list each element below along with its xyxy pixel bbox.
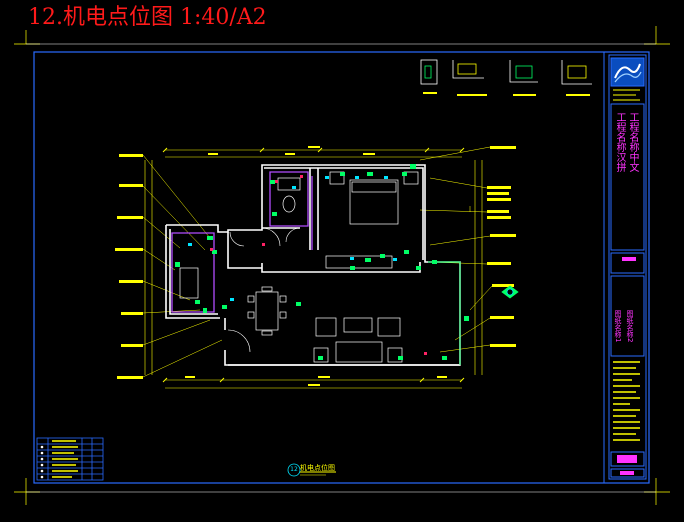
armchair-right: [377, 317, 401, 337]
plan-label-marker[interactable]: [287, 463, 336, 477]
drawing-name-2: 图纸名称2: [626, 310, 634, 343]
crop-marks: [14, 26, 670, 505]
left-annotations: [115, 154, 143, 379]
sofa: [335, 341, 383, 363]
distribution-box-marker[interactable]: [501, 285, 519, 299]
company-logo: [610, 57, 645, 87]
dimension-text-marks: [185, 146, 447, 386]
drawing-name-1: 图纸名称1: [614, 310, 622, 343]
right-leader-lines: [419, 146, 493, 353]
plan-number: 12: [290, 466, 298, 473]
bathtub: [179, 267, 199, 299]
bed: [349, 179, 399, 225]
lighting-points[interactable]: [188, 176, 397, 301]
right-annotations: [487, 146, 516, 347]
coffee-table: [343, 317, 373, 333]
project-name-chinese: 工程名称中文: [627, 112, 638, 172]
wet-room-partitions: [171, 171, 313, 313]
walls: [165, 164, 461, 366]
title-block[interactable]: [608, 54, 647, 480]
plan-label: 机电点位图: [300, 464, 335, 472]
dimension-lines: [144, 147, 483, 389]
left-leader-lines: [142, 154, 223, 378]
legend-table[interactable]: [36, 437, 104, 481]
project-name-pinyin: 工程名称汉拼: [614, 112, 625, 172]
electrical-points[interactable]: [175, 164, 469, 360]
furniture: [179, 171, 419, 363]
armchair-left: [315, 317, 337, 337]
toilet: [282, 195, 296, 213]
socket-points[interactable]: [210, 175, 427, 355]
logo-wave-icon: [614, 63, 641, 79]
door-swings: [227, 227, 301, 353]
sheet-border: [33, 51, 650, 484]
circuit-line: [428, 261, 461, 365]
section-details[interactable]: [420, 59, 592, 96]
drawing-title: 12.机电点位图 1:40/A2: [28, 5, 267, 30]
floor-plan[interactable]: [115, 146, 519, 389]
tv-cabinet: [325, 255, 393, 269]
drawing-number-badge: [617, 455, 637, 463]
dining-table: [255, 291, 279, 331]
